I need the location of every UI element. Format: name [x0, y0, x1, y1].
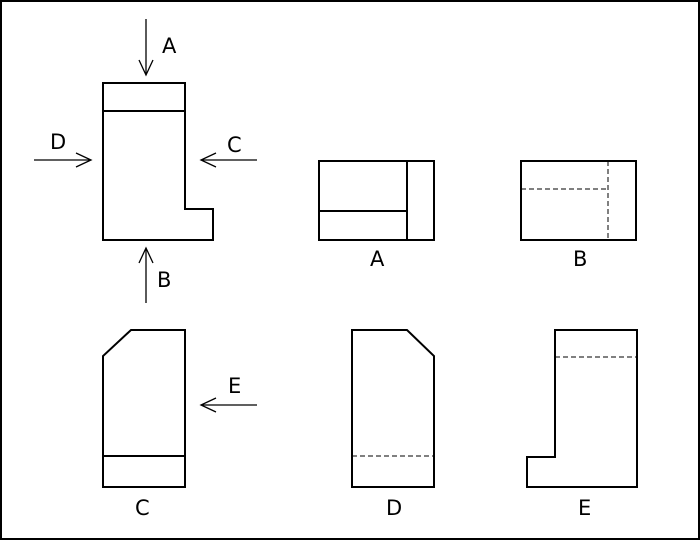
view-e: [526, 329, 638, 488]
view-a: [318, 160, 435, 241]
view-arrow-c-label: C: [227, 133, 242, 157]
view-arrow-d-label: D: [50, 130, 66, 154]
view-e-outline: [526, 329, 638, 488]
view-b-outline: [520, 160, 637, 241]
view-arrow-d: [34, 152, 93, 168]
view-arrow-a: [138, 19, 154, 77]
view-b: [520, 160, 637, 241]
view-a-label: A: [370, 247, 385, 271]
view-arrow-b-label: B: [157, 268, 171, 292]
view-arrow-c: [199, 152, 257, 168]
view-arrow-b: [138, 246, 154, 303]
view-d-label: D: [386, 496, 402, 520]
view-arrow-a-label: A: [162, 34, 177, 58]
view-d-outline: [351, 329, 435, 488]
main-object-outline: [102, 82, 214, 241]
view-c-outline: [102, 329, 186, 488]
view-a-outline: [318, 160, 435, 241]
view-c: [102, 329, 186, 488]
view-arrow-e-label: E: [228, 374, 241, 398]
view-d: [351, 329, 435, 488]
main-object-view: [102, 82, 214, 241]
view-b-label: B: [573, 247, 587, 271]
view-c-label: C: [135, 496, 150, 520]
view-arrow-e: [199, 397, 257, 413]
view-e-label: E: [578, 496, 591, 520]
